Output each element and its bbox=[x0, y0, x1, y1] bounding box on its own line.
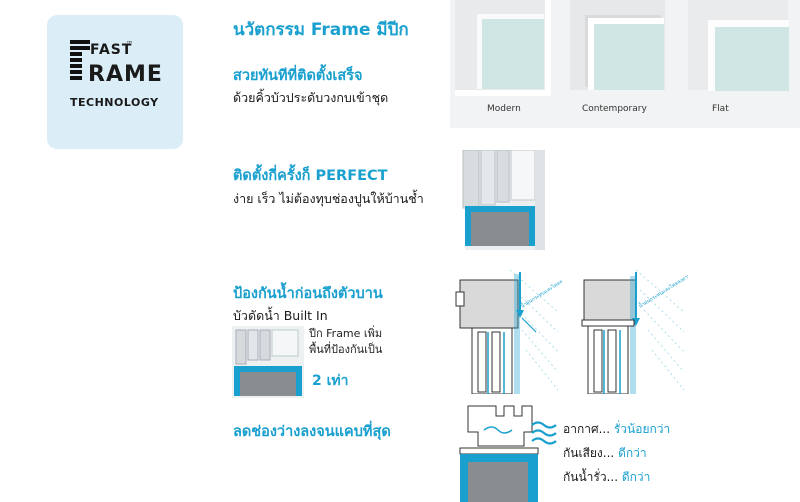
benefit-water-value: ดีกว่า bbox=[621, 470, 651, 484]
water-diagram-label-2: น้ำฝนกระทบและไหลลงตามผนัง bbox=[636, 265, 688, 309]
frame-styles-photo: Modern Contemporary Flat bbox=[450, 0, 800, 128]
logo-card bbox=[47, 15, 183, 149]
frame-contemporary-image bbox=[570, 0, 665, 90]
section1-sub: ด้วยคิ้วบัวประดับวงกบเข้าชุด bbox=[233, 90, 389, 105]
section3-sub: บัวดัดน้ำ Built In bbox=[233, 308, 328, 323]
frame-modern-image bbox=[455, 0, 551, 96]
benefit-row-water: กันน้ำรั่ว... ดีกว่า bbox=[563, 468, 650, 487]
logo-f-stripes bbox=[70, 40, 90, 88]
frame-wing-image bbox=[232, 326, 304, 398]
logo-text-rame: RAME bbox=[88, 62, 163, 87]
logo-tm: ™ bbox=[126, 40, 133, 48]
style-label-contemporary: Contemporary bbox=[582, 104, 647, 114]
logo-text-technology: TECHNOLOGY bbox=[70, 96, 159, 109]
style-label-flat: Flat bbox=[712, 104, 729, 114]
benefit-row-air: อากาศ... รั่วน้อยกว่า bbox=[563, 420, 670, 439]
gap-diagram bbox=[459, 405, 539, 502]
water-diagram-label: น้ำฝนกระทบและไหลลงตามผนัง bbox=[518, 265, 562, 309]
water-diagram-new: น้ำฝนกระทบและไหลลงตามผนัง bbox=[581, 265, 688, 394]
frame-cross-section-image bbox=[462, 150, 545, 250]
section3-note-line1: ปีก Frame เพิ่ม bbox=[309, 327, 383, 340]
section3-heading: ป้องกันน้ำก่อนถึงตัวบาน bbox=[233, 286, 383, 302]
water-diagram-old: น้ำฝนกระทบและไหลลงตามผนัง bbox=[455, 265, 562, 394]
fast-frame-logo: FAST ™ RAME TECHNOLOGY bbox=[70, 40, 162, 124]
section2-heading: ติดตั้งกี่ครั้งก็ PERFECT bbox=[233, 168, 388, 184]
wind-icon bbox=[531, 421, 557, 445]
logo-text-ast: FAST bbox=[90, 42, 133, 58]
section4-heading: ลดช่องว่างลงจนแคบที่สุด bbox=[233, 424, 391, 440]
page-title: นวัตกรรม Frame มีปีก bbox=[233, 20, 409, 40]
benefit-air-prefix: อากาศ... bbox=[563, 422, 611, 436]
section3-note-big: 2 เท่า bbox=[312, 373, 349, 389]
frame-flat-image bbox=[688, 0, 789, 91]
benefit-air-value: รั่วน้อยกว่า bbox=[613, 422, 671, 436]
section1-heading: สวยทันทีที่ติดตั้งเสร็จ bbox=[233, 68, 363, 84]
style-label-modern: Modern bbox=[487, 104, 521, 114]
section3-note-line2: พื้นที่ป้องกันเป็น bbox=[309, 343, 383, 356]
benefit-sound-value: ดีกว่า bbox=[618, 446, 647, 460]
benefit-sound-prefix: กันเสียง... bbox=[563, 446, 615, 460]
benefit-water-prefix: กันน้ำรั่ว... bbox=[563, 470, 619, 484]
benefit-row-sound: กันเสียง... ดีกว่า bbox=[563, 444, 647, 463]
section2-sub: ง่าย เร็ว ไม่ต้องทุบช่องปูนให้บ้านช้ำ bbox=[233, 191, 424, 206]
